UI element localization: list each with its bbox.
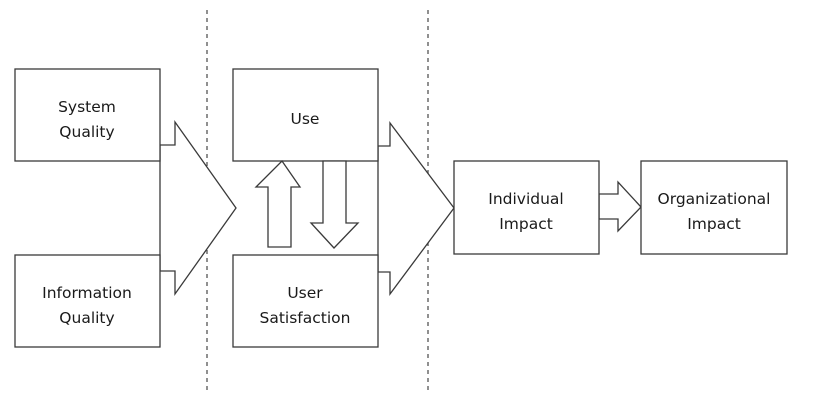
- user-satisfaction-label-line2: Satisfaction: [260, 309, 351, 327]
- quality-funnel-arrow: [159, 119, 237, 297]
- information-quality-label-line1: Information: [42, 284, 132, 302]
- information-quality-box: [14, 254, 161, 348]
- use-label: Use: [291, 110, 320, 128]
- down-arrow: [309, 160, 360, 249]
- up-arrow: [254, 159, 302, 248]
- organizational-impact-label-line1: Organizational: [658, 190, 771, 208]
- individual-impact-box: [453, 160, 600, 255]
- individual-impact-label-line2: Impact: [499, 215, 553, 233]
- system-quality-label-line2: Quality: [59, 123, 114, 141]
- information-quality-label-line2: Quality: [59, 309, 114, 327]
- use-funnel-arrow: [377, 121, 455, 296]
- use-box: [232, 68, 379, 162]
- system-quality-label-line1: System: [58, 98, 116, 116]
- individual-impact-label-line1: Individual: [488, 190, 564, 208]
- user-satisfaction-label-line1: User: [287, 284, 323, 302]
- user-satisfaction-box: [232, 254, 379, 348]
- impact-arrow: [598, 180, 642, 233]
- system-quality-box: [14, 68, 161, 162]
- organizational-impact-label-line2: Impact: [687, 215, 741, 233]
- organizational-impact-box: [640, 160, 788, 255]
